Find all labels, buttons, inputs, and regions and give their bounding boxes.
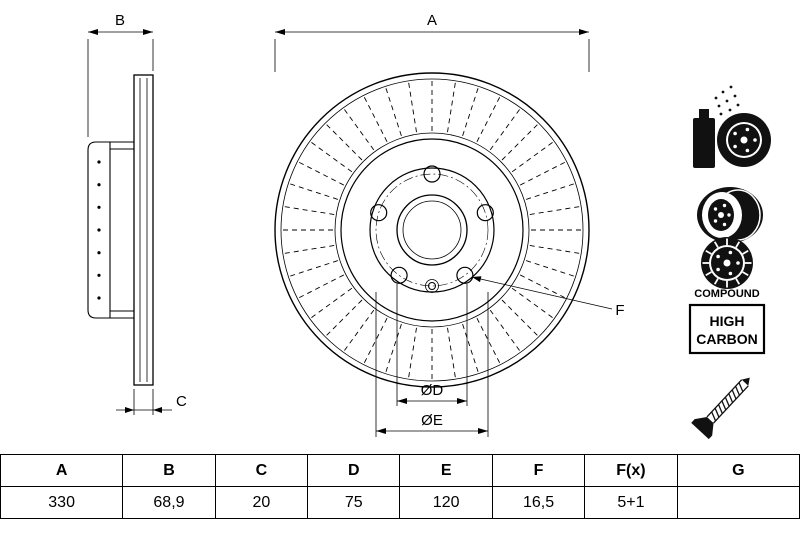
friction-ring-section bbox=[133, 74, 154, 386]
side-view-section bbox=[87, 74, 154, 386]
value-b: 68,9 bbox=[122, 486, 216, 519]
value-c: 20 bbox=[214, 486, 309, 519]
disc-outer-edge bbox=[274, 72, 590, 388]
bolt-circle-centerline bbox=[375, 173, 489, 287]
compound-label: COMPOUND bbox=[694, 288, 759, 300]
vent-slots bbox=[265, 63, 600, 398]
hat-bolt-hole-dots bbox=[97, 160, 101, 300]
front-view bbox=[265, 63, 600, 398]
table-header-f: F bbox=[491, 454, 586, 487]
table-header-g: G bbox=[676, 454, 800, 487]
dim-label-d: ØD bbox=[421, 382, 444, 399]
table-header-a: A bbox=[0, 454, 124, 487]
brake-disc-angled-icon bbox=[697, 187, 763, 243]
bolt-holes bbox=[370, 165, 494, 284]
table-header-c: C bbox=[214, 454, 309, 487]
table-header-row: A B C D E F F(x) G bbox=[0, 454, 800, 487]
value-fx: 5+1 bbox=[584, 486, 678, 519]
locating-pin-hole bbox=[425, 279, 439, 293]
dim-label-e: ØE bbox=[421, 412, 443, 429]
technical-drawing: A B C ØD ØE F bbox=[87, 12, 771, 440]
dim-label-a: A bbox=[427, 12, 437, 29]
table-header-e: E bbox=[399, 454, 493, 487]
dimension-table: A B C D E F F(x) G 330 68,9 20 75 120 16… bbox=[0, 454, 800, 519]
value-a: 330 bbox=[0, 486, 124, 519]
compound-coating-spray-icon bbox=[693, 85, 771, 168]
value-e: 120 bbox=[399, 486, 493, 519]
brake-disc-front-icon: COMPOUND bbox=[694, 237, 760, 300]
table-header-d: D bbox=[307, 454, 401, 487]
dimensions: A B C ØD ØE F bbox=[87, 12, 625, 437]
hub-circle bbox=[369, 167, 495, 293]
value-d: 75 bbox=[307, 486, 401, 519]
center-bore bbox=[396, 194, 468, 266]
table-header-b: B bbox=[122, 454, 216, 487]
high-carbon-badge: HIGH CARBON bbox=[688, 303, 766, 355]
table-header-fx: F(x) bbox=[584, 454, 678, 487]
high-carbon-line1: HIGH bbox=[710, 313, 745, 329]
high-carbon-line2: CARBON bbox=[696, 331, 757, 347]
friction-surface-inner-edge bbox=[340, 138, 524, 322]
table-value-row: 330 68,9 20 75 120 16,5 5+1 bbox=[0, 486, 800, 519]
icon-column: COMPOUND HIGH CARBON bbox=[688, 85, 771, 440]
dim-label-f: F bbox=[615, 302, 624, 319]
hat-section bbox=[87, 141, 134, 319]
value-g bbox=[676, 486, 800, 519]
brake-disc-drawing-page: A B C ØD ØE F bbox=[0, 12, 800, 519]
dim-label-c: C bbox=[176, 393, 187, 410]
countersunk-screw-icon bbox=[691, 377, 750, 440]
dim-label-b: B bbox=[115, 12, 125, 29]
value-f: 16,5 bbox=[491, 486, 586, 519]
